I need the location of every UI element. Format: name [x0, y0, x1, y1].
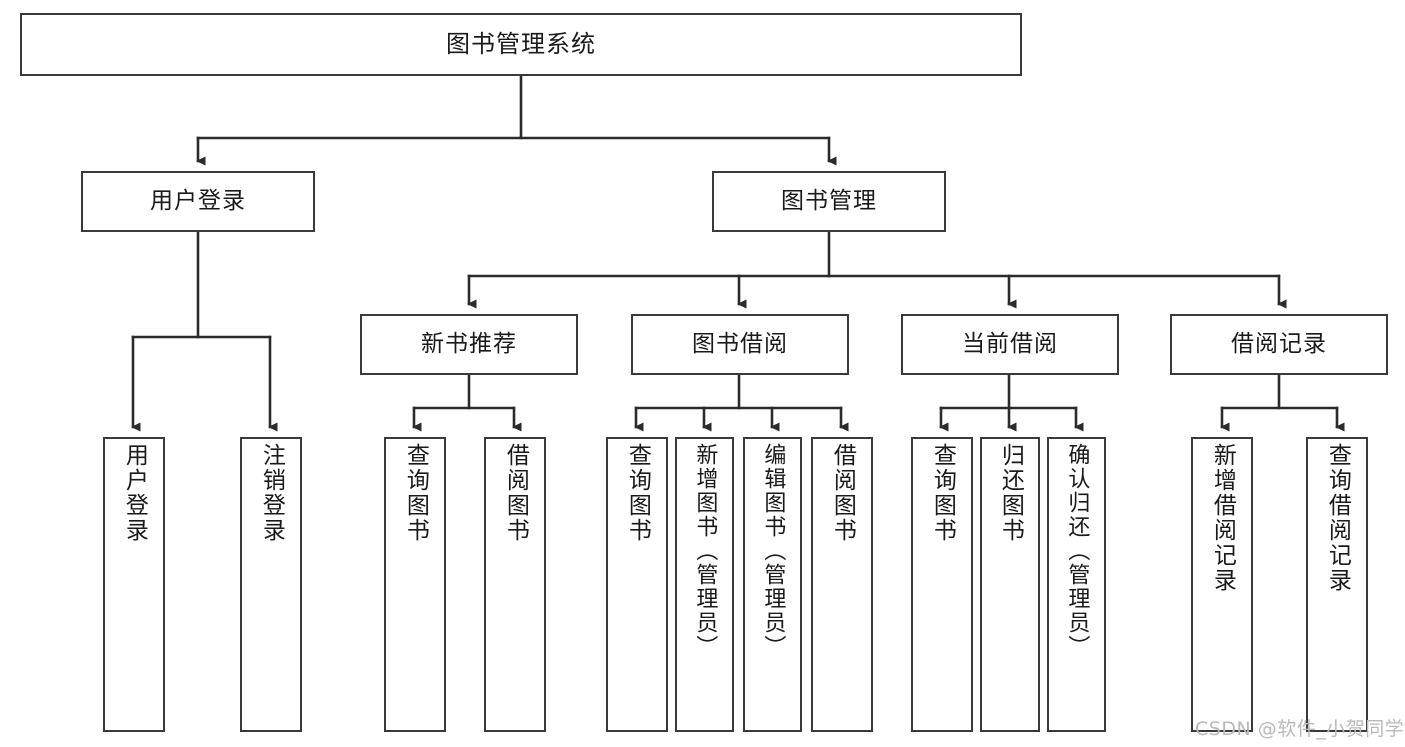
leaf-user-login-logout[interactable]: 注销登录: [240, 437, 302, 732]
node-user-login[interactable]: 用户登录: [81, 171, 315, 232]
node-label: 归还图书: [997, 443, 1024, 543]
node-label: 当前借阅: [962, 330, 1058, 357]
leaf-borrow-record-add-record[interactable]: 新增借阅记录: [1191, 437, 1253, 732]
node-label: 新增借阅记录: [1209, 443, 1236, 593]
node-label: 新书推荐: [421, 330, 517, 357]
node-label: 图书管理系统: [446, 30, 596, 59]
leaf-book-borrow-query-book[interactable]: 查询图书: [606, 437, 668, 732]
node-label: 图书借阅: [692, 330, 788, 357]
node-label: 查询图书: [402, 443, 429, 543]
leaf-current-borrow-confirm-return-admin[interactable]: 确认归还（管理员）: [1047, 437, 1106, 732]
leaf-new-book-query-book[interactable]: 查询图书: [384, 437, 446, 732]
leaf-book-borrow-borrow-book[interactable]: 借阅图书: [811, 437, 873, 732]
node-label: 借阅图书: [829, 443, 856, 543]
node-label: 新增图书（管理员）: [692, 443, 718, 659]
leaf-current-borrow-query-book[interactable]: 查询图书: [911, 437, 973, 732]
node-borrow-record[interactable]: 借阅记录: [1170, 314, 1388, 375]
leaf-book-borrow-add-book-admin[interactable]: 新增图书（管理员）: [675, 437, 734, 732]
leaf-current-borrow-return-book[interactable]: 归还图书: [980, 437, 1040, 732]
node-new-book-recommend[interactable]: 新书推荐: [360, 314, 578, 375]
node-book-borrow[interactable]: 图书借阅: [631, 314, 849, 375]
node-book-management[interactable]: 图书管理: [712, 171, 946, 232]
node-label: 查询图书: [929, 443, 956, 543]
node-label: 借阅记录: [1231, 330, 1327, 357]
leaf-new-book-borrow-book[interactable]: 借阅图书: [484, 437, 546, 732]
leaf-user-login-login[interactable]: 用户登录: [103, 437, 165, 732]
node-label: 图书管理: [781, 187, 877, 214]
node-label: 查询图书: [624, 443, 651, 543]
node-root-book-management-system[interactable]: 图书管理系统: [20, 13, 1022, 76]
node-label: 注销登录: [258, 443, 285, 543]
node-label: 用户登录: [150, 187, 246, 214]
node-label: 用户登录: [121, 443, 148, 543]
node-label: 借阅图书: [502, 443, 529, 543]
node-label: 确认归还（管理员）: [1064, 443, 1090, 659]
watermark-text: CSDN @软件_小贺同学: [1195, 718, 1405, 740]
node-label: 编辑图书（管理员）: [760, 443, 786, 659]
node-label: 查询借阅记录: [1324, 443, 1351, 593]
leaf-borrow-record-query-record[interactable]: 查询借阅记录: [1306, 437, 1368, 732]
node-current-borrow[interactable]: 当前借阅: [901, 314, 1119, 375]
leaf-book-borrow-edit-book-admin[interactable]: 编辑图书（管理员）: [743, 437, 802, 732]
